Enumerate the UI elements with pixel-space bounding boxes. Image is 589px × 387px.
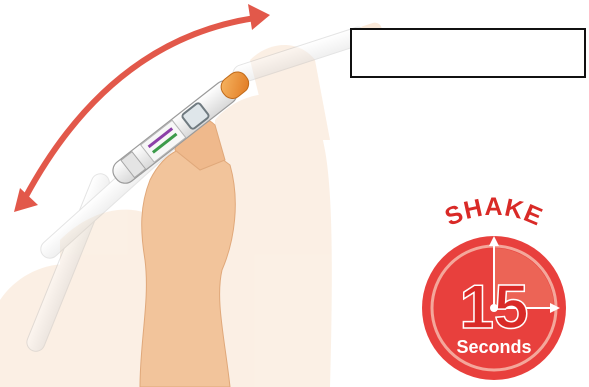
badge-unit: Seconds [456, 337, 531, 357]
label-box [350, 28, 586, 78]
arrow-head-top [248, 4, 270, 30]
hand [140, 146, 235, 387]
badge-number: 15 [460, 273, 529, 342]
shake-timer-badge: SHAKE 15 Seconds [422, 193, 566, 380]
badge-title: SHAKE [441, 193, 547, 232]
